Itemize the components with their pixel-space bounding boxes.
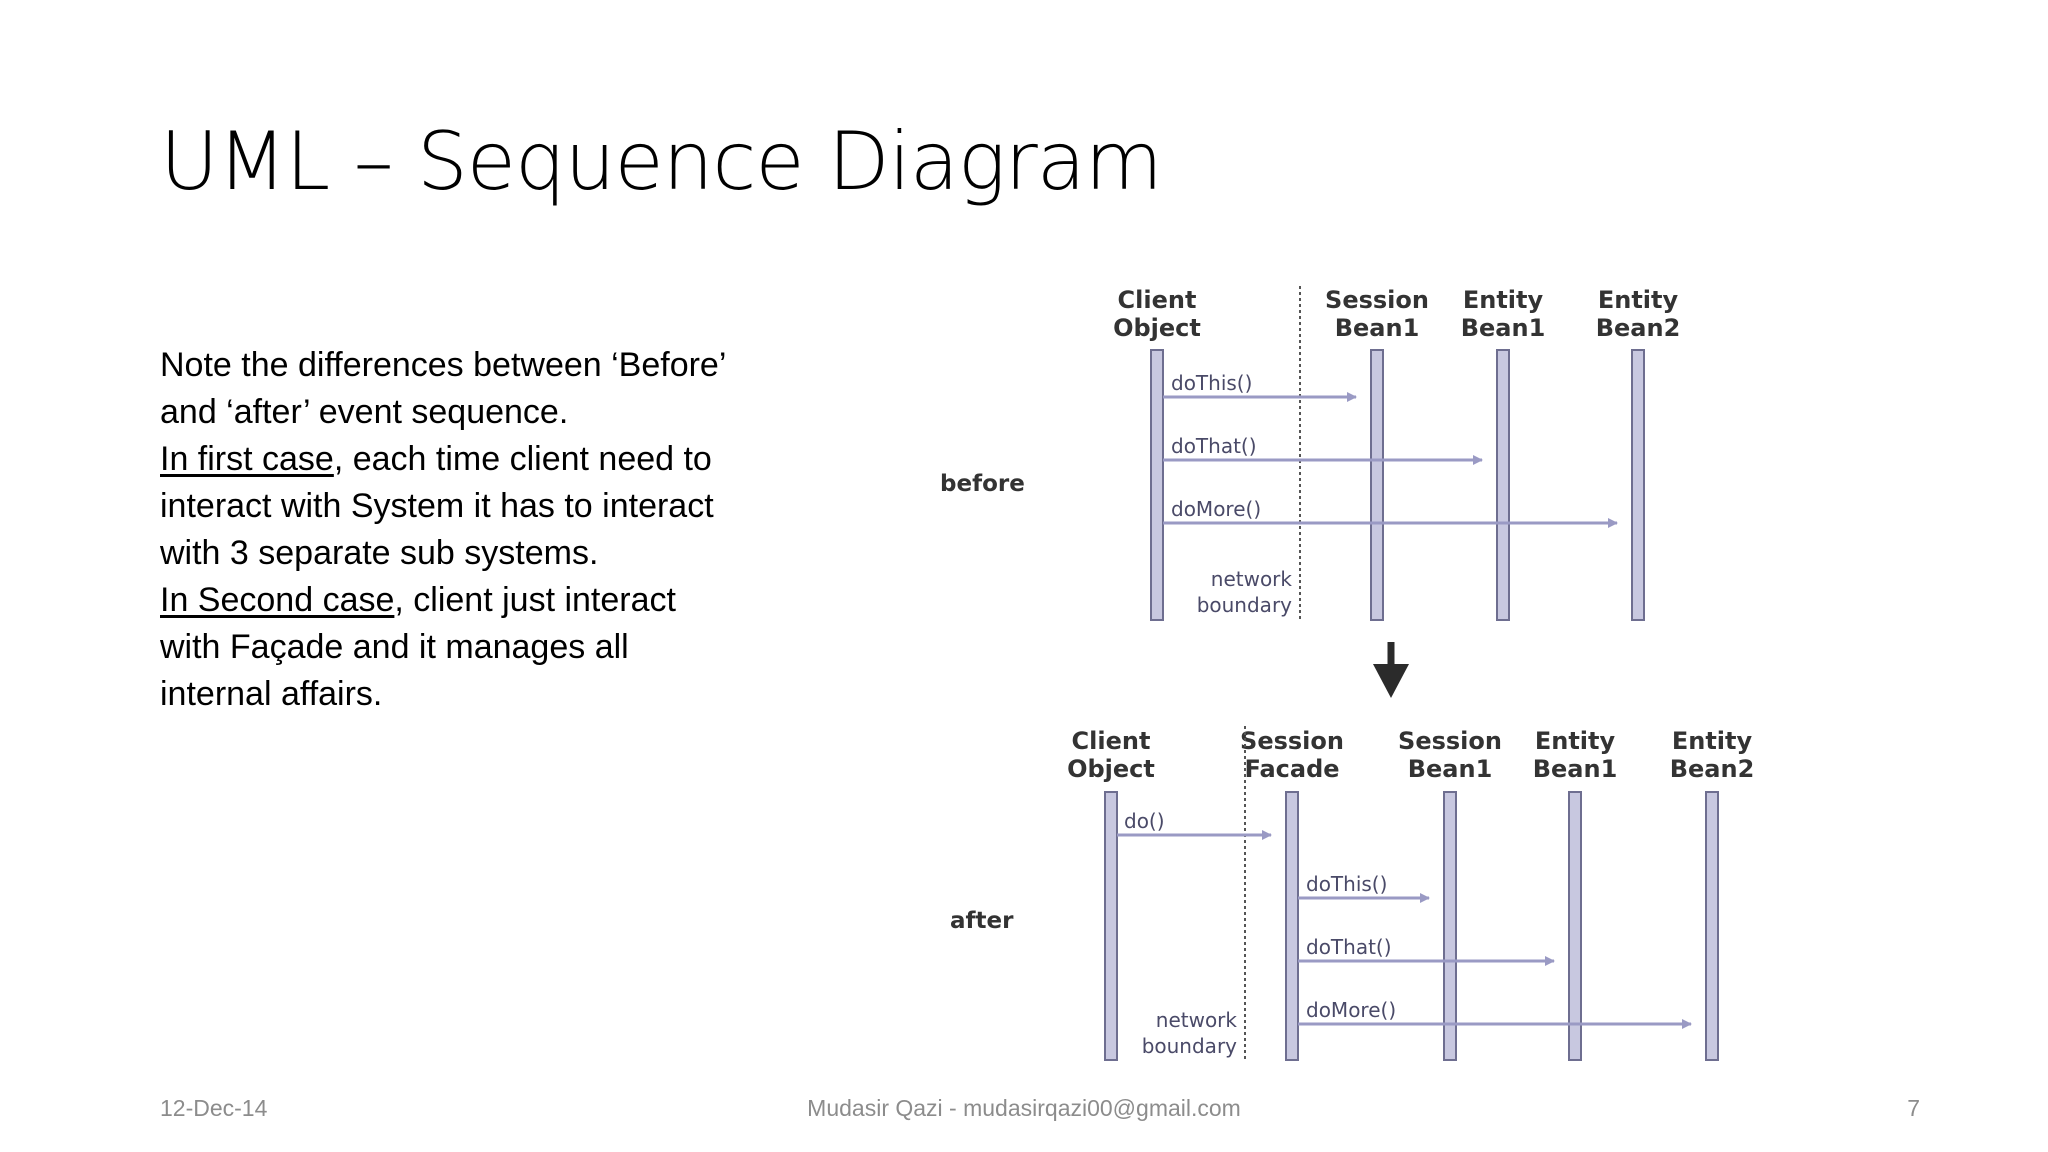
body-line: internal affairs. <box>160 675 383 713</box>
body-line: In Second case, client just interact <box>160 577 800 624</box>
before-sequence: Client Object Session Bean1 Entity Bean1… <box>940 286 1681 621</box>
after-lifeline-client-header-2: Object <box>1067 755 1155 783</box>
after-message-dothat-label: doThat() <box>1306 935 1392 959</box>
before-lifeline-session-bean1-header-2: Bean1 <box>1335 314 1420 342</box>
after-lifeline-entity-bean1-header-1: Entity <box>1535 727 1616 755</box>
body-line: interact with System it has to interact <box>160 487 714 525</box>
before-lifeline-entity-bean1-header-1: Entity <box>1463 286 1544 314</box>
before-message-domore-label: doMore() <box>1171 497 1261 521</box>
after-lifeline-entity-bean2-header-1: Entity <box>1672 727 1753 755</box>
before-lifeline-entity-bean2 <box>1631 349 1645 621</box>
after-lifeline-client <box>1104 791 1118 1061</box>
after-lifeline-client-header-1: Client <box>1072 727 1151 755</box>
before-lifeline-session-bean1-header-1: Session <box>1325 286 1429 314</box>
footer-page-number: 7 <box>1907 1095 1920 1121</box>
after-lifeline-session-bean1-header-1: Session <box>1398 727 1502 755</box>
before-label: before <box>940 471 1025 497</box>
sequence-diagram: Client Object Session Bean1 Entity Bean1… <box>940 286 1755 1061</box>
before-lifeline-client-header-2: Object <box>1113 314 1201 342</box>
transition-arrow <box>1373 642 1409 698</box>
slide-title: UML – Sequence Diagram <box>160 115 1163 208</box>
after-boundary-label-1: network <box>1156 1008 1238 1032</box>
after-lifeline-entity-bean2 <box>1705 791 1719 1061</box>
footer-date: 12-Dec-14 <box>160 1095 268 1121</box>
after-lifeline-session-bean1 <box>1443 791 1457 1061</box>
before-message-dothis-label: doThis() <box>1171 371 1252 395</box>
footer-author: Mudasir Qazi - mudasirqazi00@gmail.com <box>807 1095 1241 1121</box>
body-line: with Façade and it manages all <box>160 628 629 666</box>
before-lifeline-entity-bean2-header-1: Entity <box>1598 286 1679 314</box>
after-lifeline-session-facade-header-2: Facade <box>1244 755 1339 783</box>
before-message-dothat-label: doThat() <box>1171 434 1257 458</box>
before-lifeline-client <box>1150 349 1164 621</box>
second-case-underlined: In Second case <box>160 581 395 619</box>
after-lifeline-entity-bean1-header-2: Bean1 <box>1533 755 1618 783</box>
after-lifeline-session-facade-header-1: Session <box>1240 727 1344 755</box>
before-boundary-label-1: network <box>1211 567 1293 591</box>
after-sequence: Client Object Session Facade Session Bea… <box>950 726 1755 1061</box>
slide-body-text: Note the differences between ‘Before’ an… <box>160 342 800 718</box>
body-line: In first case, each time client need to <box>160 436 800 483</box>
after-lifeline-session-facade <box>1285 791 1299 1061</box>
after-message-domore-label: doMore() <box>1306 998 1396 1022</box>
after-lifeline-session-bean1-header-2: Bean1 <box>1408 755 1493 783</box>
before-lifeline-session-bean1 <box>1370 349 1384 621</box>
before-boundary-label-2: boundary <box>1197 593 1292 617</box>
body-line-rest: , client just interact <box>394 581 676 619</box>
body-line-rest: , each time client need to <box>333 440 712 478</box>
after-label: after <box>950 908 1014 934</box>
body-line: with 3 separate sub systems. <box>160 534 599 572</box>
after-lifeline-entity-bean1 <box>1568 791 1582 1061</box>
body-line: Note the differences between ‘Before’ <box>160 346 727 384</box>
after-message-dothis-label: doThis() <box>1306 872 1387 896</box>
first-case-underlined: In first case <box>160 440 334 478</box>
before-lifeline-entity-bean2-header-2: Bean2 <box>1596 314 1681 342</box>
after-lifeline-entity-bean2-header-2: Bean2 <box>1670 755 1755 783</box>
after-boundary-label-2: boundary <box>1142 1034 1237 1058</box>
before-lifeline-client-header-1: Client <box>1118 286 1197 314</box>
before-lifeline-entity-bean1 <box>1496 349 1510 621</box>
before-lifeline-entity-bean1-header-2: Bean1 <box>1461 314 1546 342</box>
body-line: and ‘after’ event sequence. <box>160 393 569 431</box>
after-message-do-label: do() <box>1124 809 1165 833</box>
